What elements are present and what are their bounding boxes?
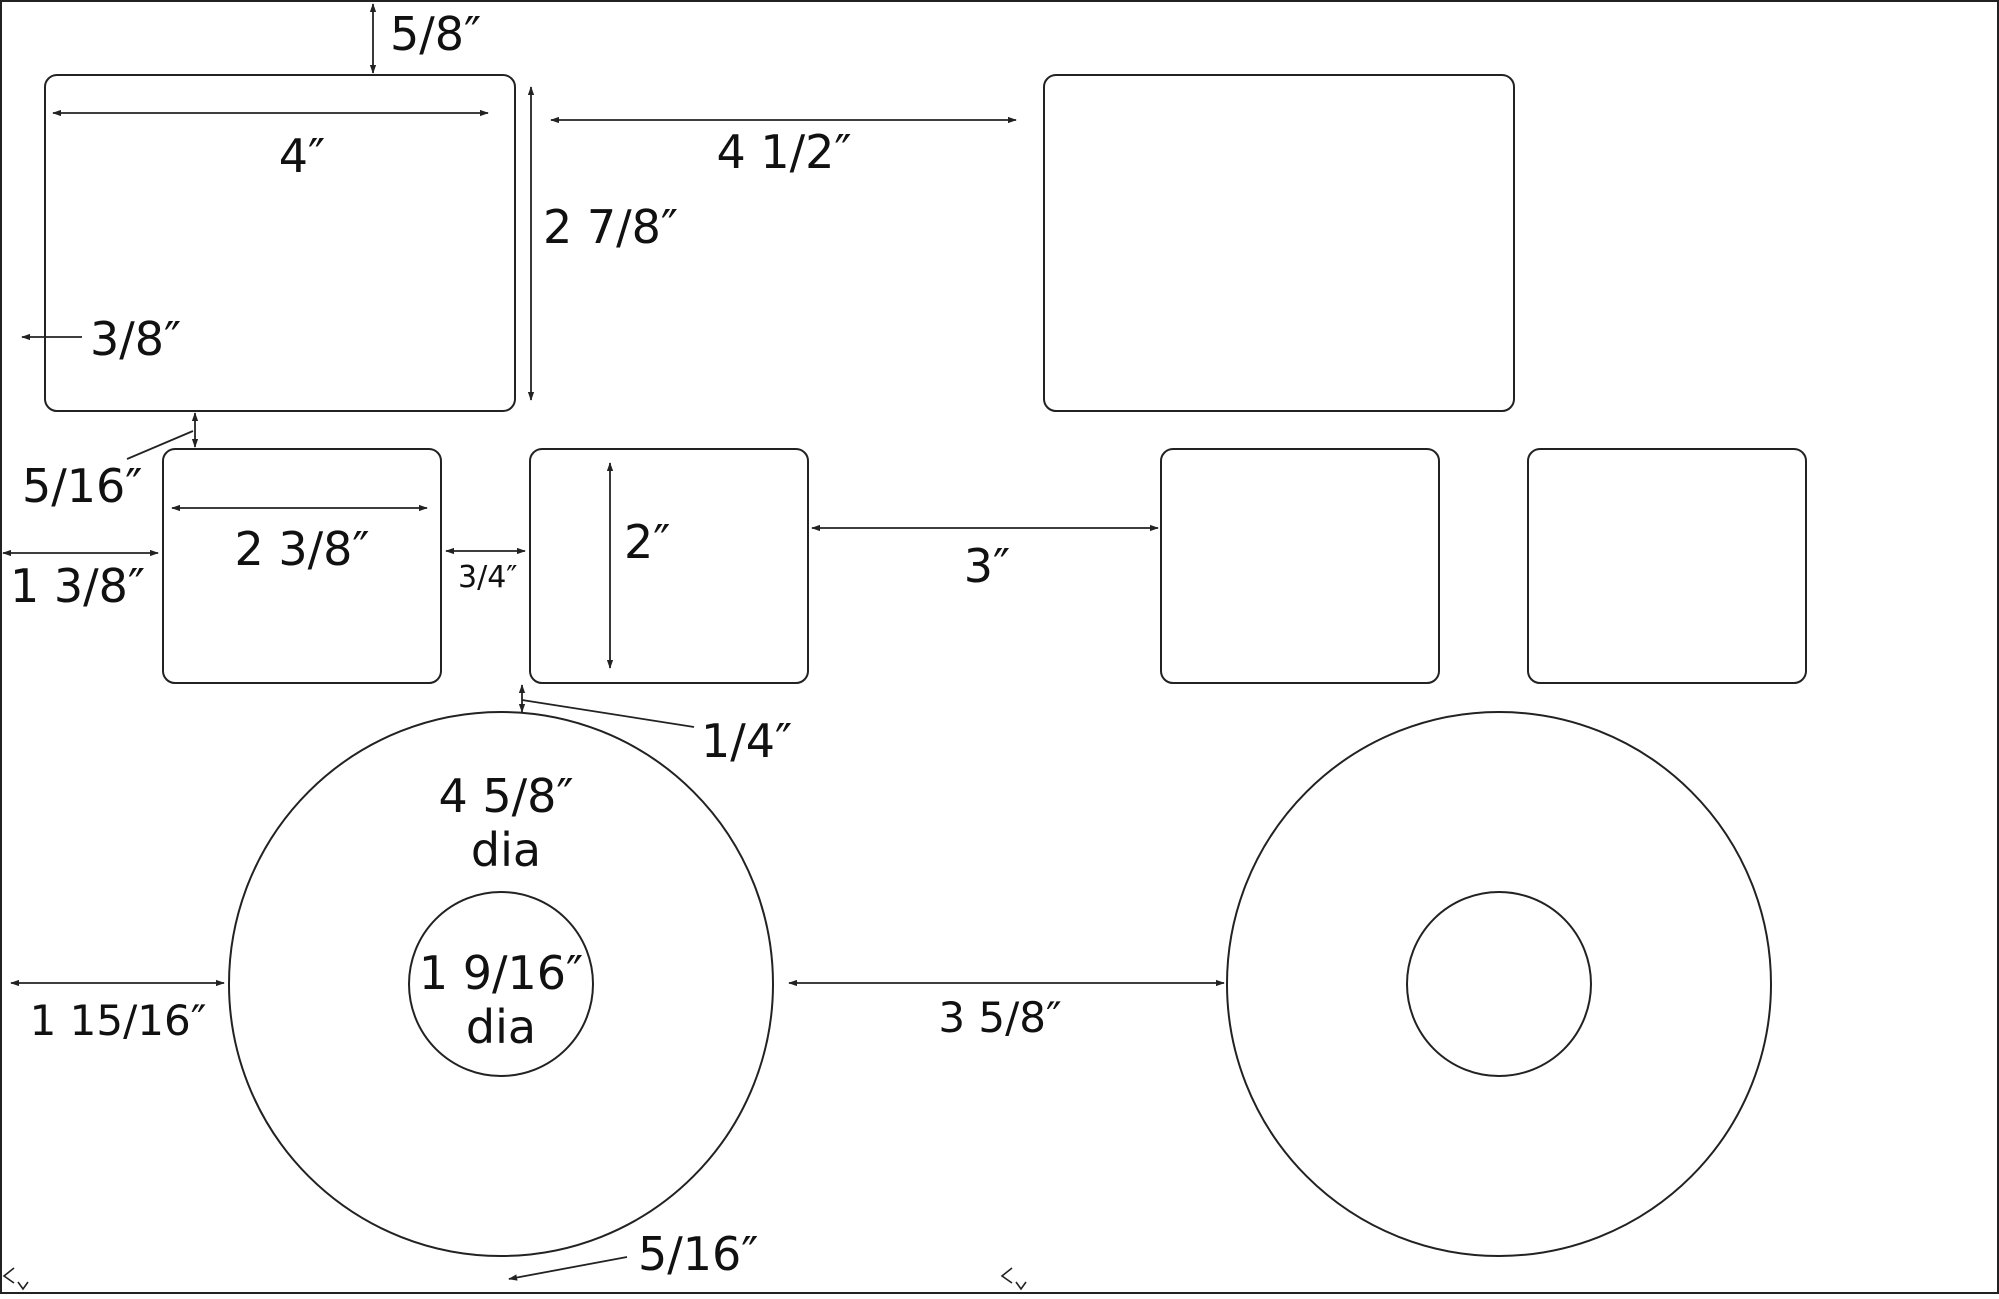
disc-outer-diameter-unit: dia [471,823,541,877]
small-label-3 [1160,448,1440,684]
large-gap-label: 4 1/2″ [716,125,851,179]
left-margin-disc-label: 1 15/16″ [30,996,207,1045]
bottom-margin-label: 5/16″ [638,1227,758,1281]
small-gap-label: 3/4″ [458,560,518,595]
disc-inner-diameter-label: 1 9/16″ [419,946,583,1000]
row-gap-bottom-leader [521,699,695,728]
left-margin-large-label: 3/8″ [90,312,181,366]
middle-gap-label: 3″ [964,539,1010,593]
large-label-right [1043,74,1515,412]
small-width-label: 2 3/8″ [234,522,369,576]
row-gap-top-leader [126,430,194,460]
small-label-1 [162,448,442,684]
row-gap-top-label: 5/16″ [22,459,142,513]
disc-left-hole [408,891,594,1077]
small-label-4 [1527,448,1807,684]
large-label-left [44,74,516,412]
disc-right-outer [1226,711,1772,1257]
large-width-label: 4″ [279,129,325,183]
small-height-label: 2″ [624,515,670,569]
bottom-margin-leader [508,1256,628,1281]
small-label-2 [529,448,809,684]
disc-right-hole [1406,891,1592,1077]
top-margin-label: 5/8″ [390,7,481,61]
registration-mark-icon [2,1267,29,1291]
large-height-label: 2 7/8″ [543,200,678,254]
disc-gap-label: 3 5/8″ [938,993,1061,1042]
disc-outer-diameter-label: 4 5/8″ [438,769,573,823]
disc-left-outer [228,711,774,1257]
row-gap-bottom-label: 1/4″ [701,714,792,768]
left-margin-small-label: 1 3/8″ [10,559,145,613]
disc-inner-diameter-unit: dia [466,1000,536,1054]
registration-mark-icon [1000,1267,1027,1291]
